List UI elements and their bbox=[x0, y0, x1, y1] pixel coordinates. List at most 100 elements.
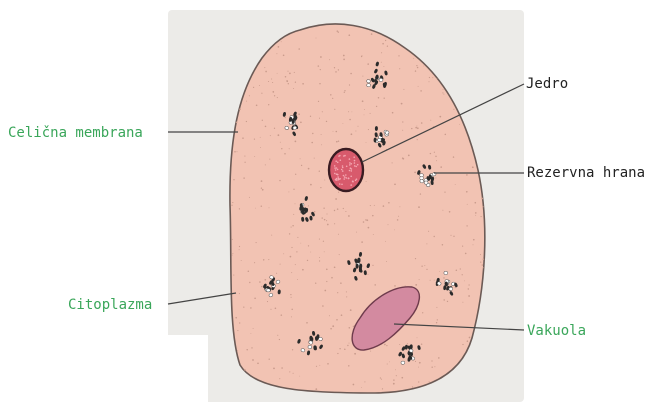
nucleus-dot bbox=[354, 160, 356, 162]
nucleus-dot bbox=[353, 156, 355, 158]
cytoplasm-speckle bbox=[239, 208, 240, 209]
cytoplasm-speckle bbox=[364, 109, 365, 110]
cytoplasm-speckle bbox=[420, 90, 422, 92]
cytoplasm-speckle bbox=[344, 90, 345, 91]
cytoplasm-speckle bbox=[464, 280, 465, 281]
cytoplasm-speckle bbox=[314, 158, 315, 159]
cytoplasm-speckle bbox=[442, 244, 444, 246]
cytoplasm-speckle bbox=[443, 94, 444, 95]
cytoplasm-speckle bbox=[324, 251, 325, 252]
cytoplasm-speckle bbox=[468, 284, 469, 285]
cytoplasm-speckle bbox=[420, 193, 421, 194]
cytoplasm-speckle bbox=[249, 197, 250, 198]
cytoplasm-speckle bbox=[402, 158, 404, 160]
cytoplasm-speckle bbox=[382, 388, 383, 389]
cytoplasm-speckle bbox=[265, 71, 267, 73]
nucleus-dot bbox=[340, 159, 342, 161]
cytoplasm-speckle bbox=[343, 59, 345, 61]
cytoplasm-speckle bbox=[254, 298, 256, 300]
cytoplasm-speckle bbox=[298, 113, 300, 115]
cytoplasm-speckle bbox=[415, 70, 416, 71]
cytoplasm-speckle bbox=[462, 302, 463, 303]
nucleus-dot bbox=[349, 162, 351, 164]
cytoplasm-speckle bbox=[436, 78, 437, 79]
cytoplasm-speckle bbox=[270, 309, 271, 310]
cytoplasm-speckle bbox=[419, 279, 420, 280]
cytoplasm-speckle bbox=[260, 137, 261, 138]
cytoplasm-speckle bbox=[401, 377, 403, 379]
cytoplasm-speckle bbox=[241, 260, 242, 261]
cytoplasm-speckle bbox=[288, 83, 289, 84]
cytoplasm-speckle bbox=[366, 219, 368, 221]
cytoplasm-speckle bbox=[337, 30, 339, 32]
cytoplasm-speckle bbox=[253, 87, 254, 88]
cytoplasm-speckle bbox=[426, 269, 427, 270]
cytoplasm-speckle bbox=[418, 367, 419, 368]
cytoplasm-speckle bbox=[439, 116, 441, 118]
cytoplasm-speckle bbox=[469, 337, 471, 339]
cytoplasm-speckle bbox=[319, 239, 320, 240]
cytoplasm-speckle bbox=[334, 109, 335, 110]
cytoplasm-speckle bbox=[430, 120, 431, 121]
cytoplasm-speckle bbox=[296, 251, 297, 252]
cytoplasm-speckle bbox=[341, 314, 343, 316]
cytoplasm-speckle bbox=[274, 95, 275, 96]
cytoplasm-speckle bbox=[251, 347, 252, 348]
nucleus-dot bbox=[337, 169, 339, 171]
cytoplasm-speckle bbox=[291, 316, 292, 317]
cytoplasm-speckle bbox=[298, 48, 300, 50]
cytoplasm-speckle bbox=[294, 72, 295, 73]
nucleus-dot bbox=[349, 164, 351, 166]
cytoplasm-speckle bbox=[338, 140, 339, 141]
cytoplasm-speckle bbox=[422, 312, 423, 313]
cytoplasm-speckle bbox=[237, 330, 238, 331]
granule bbox=[367, 84, 371, 87]
cytoplasm-speckle bbox=[262, 189, 264, 191]
cytoplasm-speckle bbox=[416, 65, 417, 66]
cytoplasm-speckle bbox=[271, 78, 272, 79]
cytoplasm-speckle bbox=[277, 335, 278, 336]
cytoplasm-speckle bbox=[381, 52, 382, 53]
cytoplasm-speckle bbox=[381, 379, 382, 380]
nucleus-dot bbox=[357, 164, 359, 166]
cytoplasm-speckle bbox=[324, 219, 326, 221]
cytoplasm-speckle bbox=[254, 262, 255, 263]
cytoplasm-speckle bbox=[255, 208, 256, 209]
granule bbox=[266, 289, 270, 292]
cytoplasm-speckle bbox=[287, 71, 288, 72]
cytoplasm-speckle bbox=[243, 306, 244, 307]
cytoplasm-speckle bbox=[450, 235, 451, 236]
cytoplasm-speckle bbox=[350, 73, 352, 75]
cytoplasm-speckle bbox=[297, 237, 298, 238]
cytoplasm-speckle bbox=[399, 68, 400, 69]
granule bbox=[285, 126, 289, 130]
cytoplasm-speckle bbox=[308, 168, 310, 170]
cytoplasm-speckle bbox=[339, 348, 340, 349]
cytoplasm-speckle bbox=[256, 242, 257, 243]
cytoplasm-speckle bbox=[300, 121, 302, 123]
nucleus-dot bbox=[334, 167, 336, 169]
cytoplasm-speckle bbox=[483, 267, 484, 268]
cytoplasm-speckle bbox=[368, 129, 369, 130]
cytoplasm-speckle bbox=[419, 362, 421, 364]
cytoplasm-speckle bbox=[371, 33, 373, 35]
cytoplasm-speckle bbox=[417, 337, 418, 338]
cytoplasm-speckle bbox=[256, 105, 258, 107]
cytoplasm-speckle bbox=[327, 363, 329, 365]
cytoplasm-speckle bbox=[440, 166, 442, 168]
cytoplasm-speckle bbox=[307, 260, 308, 261]
cytoplasm-speckle bbox=[306, 322, 308, 324]
cytoplasm-speckle bbox=[243, 177, 244, 178]
nucleus-dot bbox=[336, 178, 338, 180]
cytoplasm-speckle bbox=[289, 233, 290, 234]
reserve-food-label: Rezervna hrana bbox=[527, 165, 645, 181]
cytoplasm-speckle bbox=[239, 322, 240, 323]
cytoplasm-speckle bbox=[280, 142, 281, 143]
cytoplasm-speckle bbox=[435, 156, 436, 157]
cytoplasm-speckle bbox=[407, 343, 408, 344]
cytoplasm-speckle bbox=[302, 269, 304, 271]
cytoplasm-speckle bbox=[363, 221, 365, 223]
cytoplasm-speckle bbox=[399, 344, 400, 345]
cytoplasm-speckle bbox=[366, 181, 367, 182]
cytoplasm-speckle bbox=[326, 220, 327, 221]
